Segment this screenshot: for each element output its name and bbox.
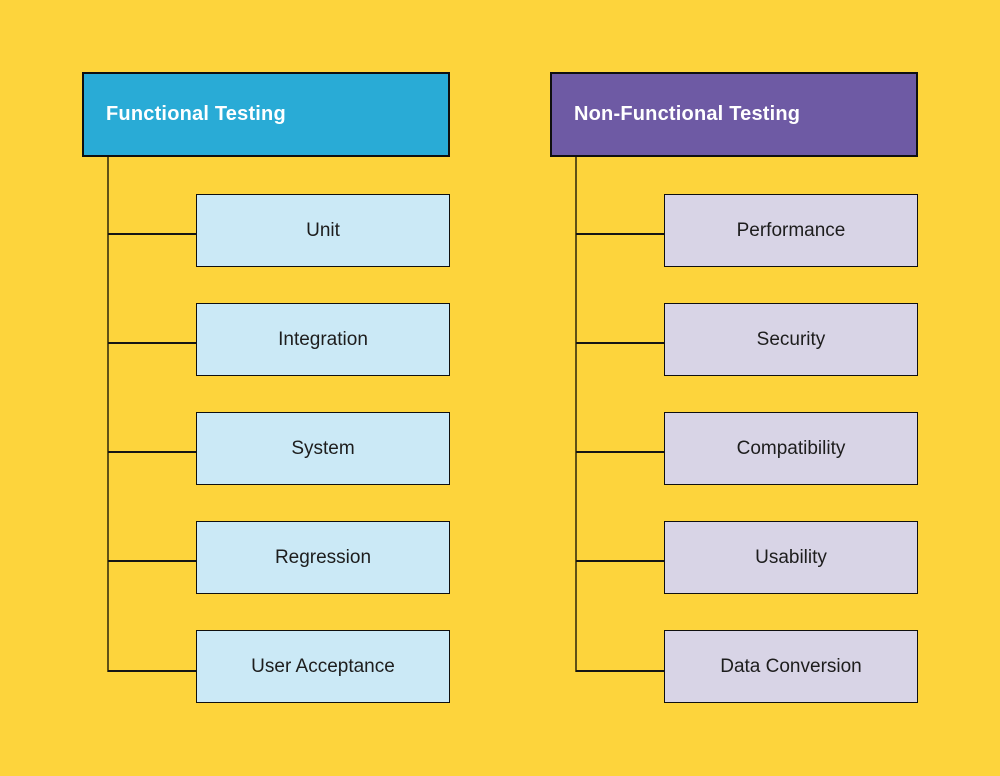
node-label: Regression (274, 546, 372, 568)
branch-connector-line (576, 560, 664, 562)
branch-connector-line (576, 451, 664, 453)
node-label: Usability (755, 546, 827, 568)
branch-connector-line (576, 233, 664, 235)
branch-connector-line (108, 670, 196, 672)
tree-non-functional-testing: Non-Functional Testing Performance Secur… (468, 0, 968, 776)
trunk-connector-line (107, 157, 109, 672)
node-label: Performance (736, 219, 846, 241)
node-label: Integration (278, 328, 368, 350)
branch-connector-line (576, 342, 664, 344)
node-label: Unit (306, 219, 340, 241)
tree-functional-testing: Functional Testing Unit Integration Syst… (82, 72, 450, 703)
node-performance[interactable]: Performance (664, 194, 918, 267)
branch-connector-line (108, 342, 196, 344)
node-usability[interactable]: Usability (664, 521, 918, 594)
branch-connector-line (108, 233, 196, 235)
node-unit[interactable]: Unit (196, 194, 450, 267)
node-label: Compatibility (736, 437, 846, 459)
node-non-functional-testing[interactable]: Non-Functional Testing (550, 72, 918, 157)
node-label: Data Conversion (720, 655, 862, 677)
node-label: Functional Testing (106, 103, 286, 125)
node-user-acceptance[interactable]: User Acceptance (196, 630, 450, 703)
node-label: User Acceptance (251, 655, 395, 677)
node-security[interactable]: Security (664, 303, 918, 376)
trunk-connector-line (575, 157, 577, 672)
node-label: Security (756, 328, 826, 350)
node-system[interactable]: System (196, 412, 450, 485)
branch-connector-line (108, 560, 196, 562)
node-compatibility[interactable]: Compatibility (664, 412, 918, 485)
branch-connector-line (576, 670, 664, 672)
node-label: Non-Functional Testing (574, 103, 801, 125)
node-data-conversion[interactable]: Data Conversion (664, 630, 918, 703)
node-integration[interactable]: Integration (196, 303, 450, 376)
branch-connector-line (108, 451, 196, 453)
node-regression[interactable]: Regression (196, 521, 450, 594)
node-functional-testing[interactable]: Functional Testing (82, 72, 450, 157)
node-label: System (291, 437, 355, 459)
